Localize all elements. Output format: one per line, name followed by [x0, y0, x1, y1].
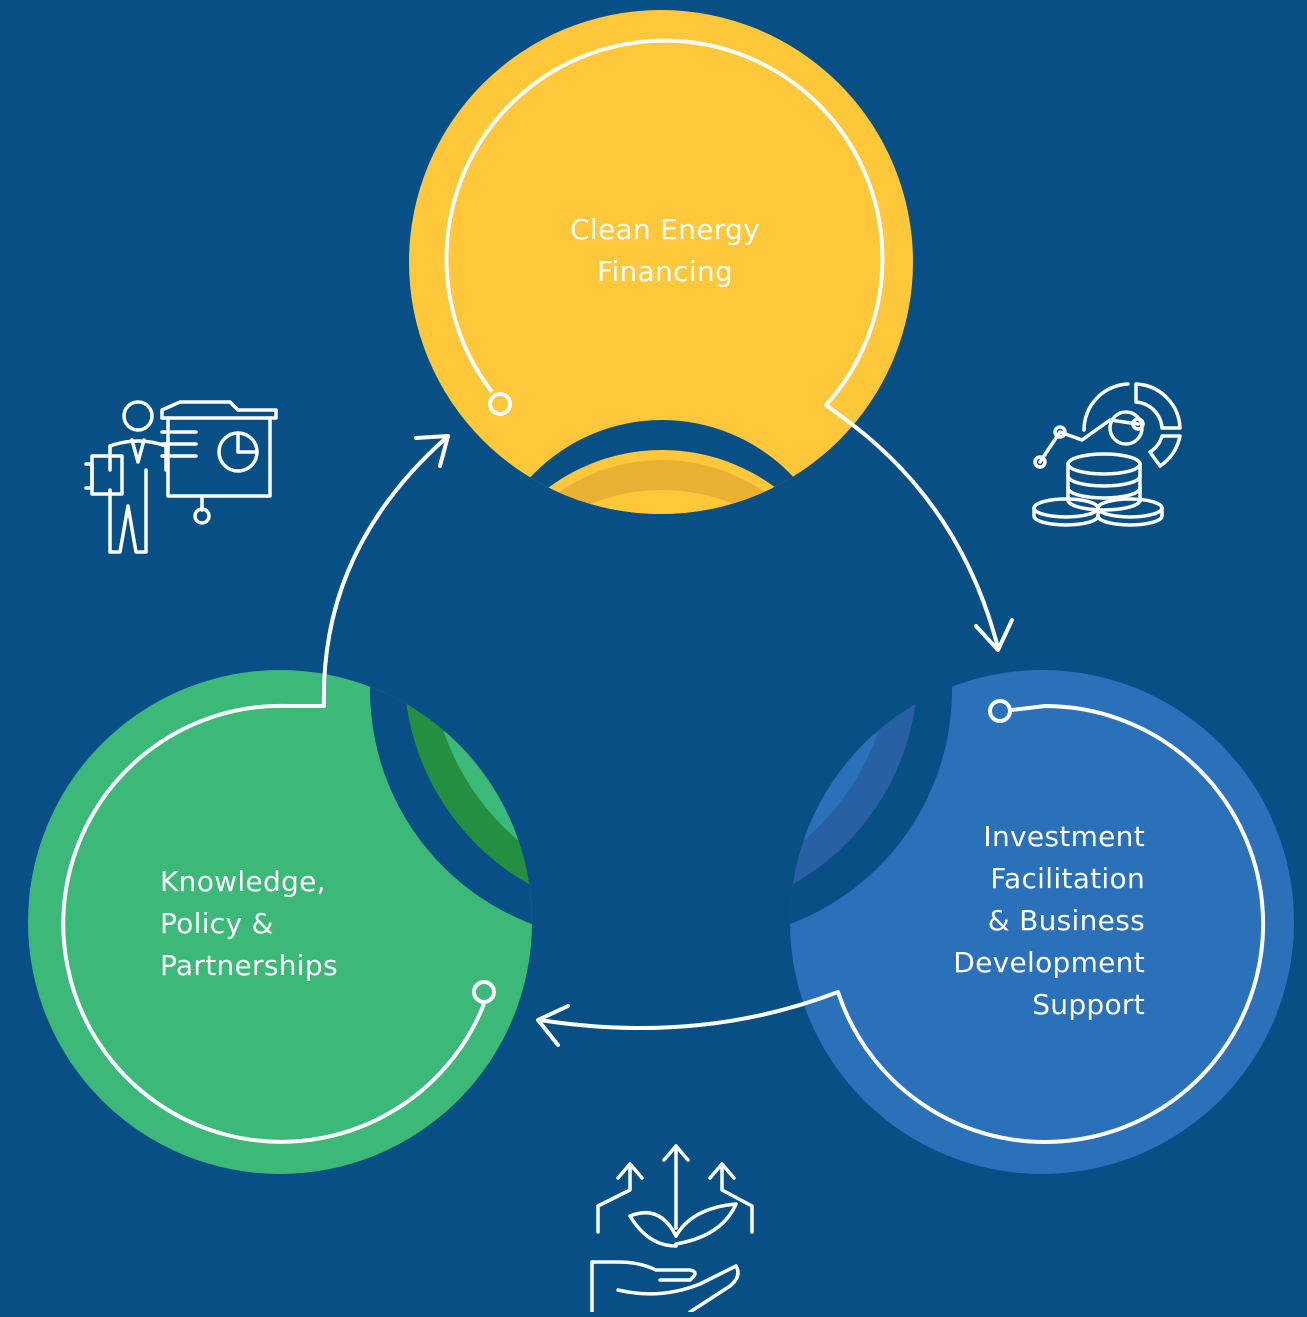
right-circle-notch [790, 670, 952, 940]
left-ring-end-dot [472, 980, 496, 1004]
presenter-board-icon [84, 400, 278, 554]
right-circle-ring [836, 704, 1266, 1144]
top-circle [409, 10, 913, 514]
arrow-top-to-right [824, 403, 1000, 650]
top-circle-fill [409, 10, 913, 514]
arrow-right-to-left-head [536, 1004, 570, 1047]
right-ring-end-dot [988, 699, 1012, 723]
left-circle-notch [370, 670, 532, 940]
arrow-left-to-top [321, 436, 448, 708]
right-node-label: Investment Facilitation & Business Devel… [953, 820, 1145, 1021]
top-circle-ring [444, 38, 885, 407]
financing-coins-chart-icon [1032, 382, 1182, 527]
growth-plant-hand-icon [590, 1144, 754, 1314]
arrow-right-to-left [538, 990, 840, 1030]
left-circle-ring [61, 703, 486, 1144]
arrow-top-to-right-head [974, 618, 1014, 652]
left-node-label: Knowledge, Policy & Partnerships [160, 865, 338, 982]
left-circle [28, 670, 532, 1174]
top-ring-end-dot [488, 392, 512, 416]
top-node-label: Clean Energy Financing [570, 213, 760, 288]
arrow-left-to-top-head [414, 434, 450, 468]
